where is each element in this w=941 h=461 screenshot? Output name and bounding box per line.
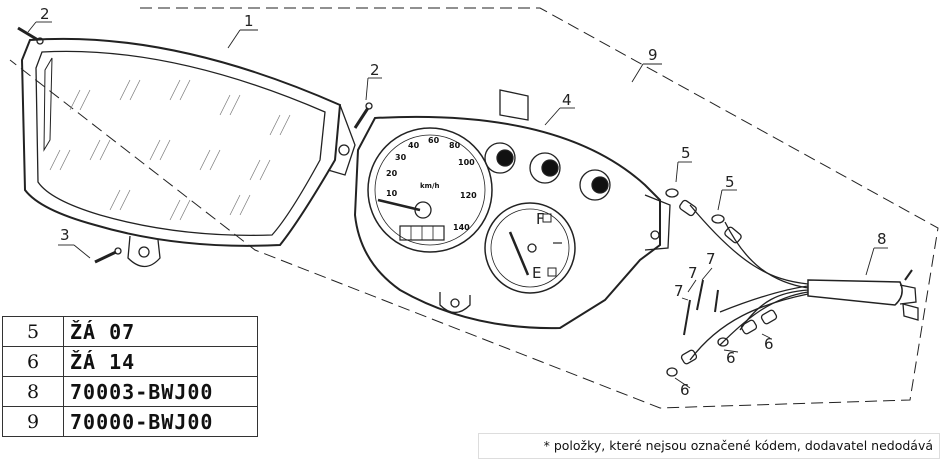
fuel-gauge-dial bbox=[484, 202, 576, 294]
callout-2-right: 2 bbox=[370, 61, 380, 79]
speed-tick-80: 80 bbox=[449, 141, 461, 150]
callout-7-a: 7 bbox=[706, 250, 716, 268]
assembly-boundary bbox=[9, 7, 939, 409]
part-code: 70003-BWJ00 bbox=[63, 376, 258, 407]
speed-tick-40: 40 bbox=[408, 141, 420, 150]
bulb-socket-icon-5 bbox=[666, 349, 698, 377]
part-number: 6 bbox=[2, 346, 64, 377]
callout-9: 9 bbox=[648, 46, 658, 64]
bulb-socket-icon-4 bbox=[717, 319, 758, 347]
screw-icon-bottom bbox=[94, 247, 122, 264]
callout-2-top-left: 2 bbox=[40, 5, 50, 23]
table-row: 9 70000-BWJ00 bbox=[2, 406, 258, 437]
speed-tick-10: 10 bbox=[386, 189, 398, 198]
callout-6-b: 6 bbox=[726, 349, 736, 367]
screw-icon-top-left bbox=[17, 26, 44, 45]
callout-3: 3 bbox=[60, 226, 70, 244]
fuel-full-label: F bbox=[536, 210, 545, 228]
parts-table: 5 ŽÁ 07 6 ŽÁ 14 8 70003-BWJ00 9 70000-BW… bbox=[2, 316, 258, 437]
speed-tick-140: 140 bbox=[453, 223, 470, 232]
leader-lines bbox=[27, 21, 888, 389]
callout-6-a: 6 bbox=[764, 335, 774, 353]
bulb-socket-icon-2 bbox=[711, 214, 742, 244]
callout-7-b: 7 bbox=[688, 264, 698, 282]
callout-4: 4 bbox=[562, 91, 572, 109]
part-code: 70000-BWJ00 bbox=[63, 406, 258, 437]
callout-5-top: 5 bbox=[681, 144, 691, 162]
table-row: 5 ŽÁ 07 bbox=[2, 316, 258, 347]
lens-part bbox=[20, 37, 356, 268]
speed-tick-60: 60 bbox=[428, 136, 440, 145]
bulb-socket-icon-1 bbox=[665, 188, 697, 217]
callout-6-c: 6 bbox=[680, 381, 690, 399]
speed-tick-20: 20 bbox=[386, 169, 398, 178]
speed-tick-100: 100 bbox=[458, 158, 475, 167]
bulb-lead-icons bbox=[683, 279, 719, 336]
indicator-lamp-left bbox=[484, 142, 516, 174]
part-number: 8 bbox=[2, 376, 64, 407]
callout-8: 8 bbox=[877, 230, 887, 248]
callout-7-c: 7 bbox=[674, 282, 684, 300]
part-number: 9 bbox=[2, 406, 64, 437]
callout-5-mid: 5 bbox=[725, 173, 735, 191]
table-row: 8 70003-BWJ00 bbox=[2, 376, 258, 407]
speed-tick-120: 120 bbox=[460, 191, 477, 200]
table-row: 6 ŽÁ 14 bbox=[2, 346, 258, 377]
part-code: ŽÁ 14 bbox=[63, 346, 258, 377]
bulb-socket-icon-3 bbox=[760, 309, 778, 325]
indicator-lamp-right bbox=[579, 169, 611, 201]
meter-body-part bbox=[353, 89, 671, 330]
part-code: ŽÁ 07 bbox=[63, 316, 258, 347]
speedometer-dial bbox=[367, 127, 493, 253]
footnote: * položky, které nejsou označené kódem, … bbox=[478, 433, 940, 459]
speed-scale: 10 20 30 40 60 80 100 120 140 km/h bbox=[386, 136, 477, 232]
speed-tick-30: 30 bbox=[395, 153, 407, 162]
indicator-lamp-center bbox=[529, 152, 561, 184]
fuel-empty-label: E bbox=[532, 264, 541, 282]
wiring-harness-part bbox=[689, 204, 919, 361]
callout-1: 1 bbox=[244, 12, 254, 30]
screw-icon-right bbox=[353, 102, 373, 129]
speed-unit: km/h bbox=[420, 182, 440, 190]
part-number: 5 bbox=[2, 316, 64, 347]
